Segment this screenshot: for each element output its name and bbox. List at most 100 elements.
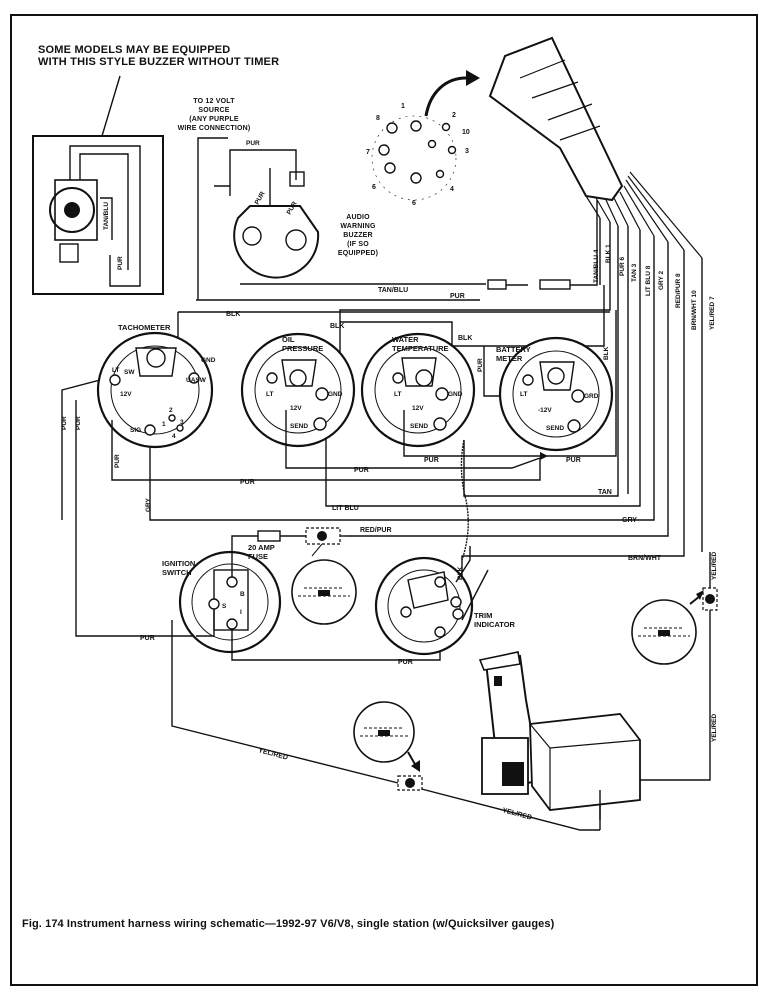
wire-label-tan-blu: TAN/BLU [378,287,408,294]
batt-grd: GRD [584,393,599,400]
tach-gnd: GND [201,357,216,364]
wire-label-lit-blu: LIT BLU [332,505,359,512]
wire-label-blk: BLK [603,346,610,360]
lead-label: GRY 2 [658,270,665,290]
water-temperature-gauge: LT 12V GND SEND [360,332,476,448]
fuse-detail [291,559,357,625]
oil-send: SEND [290,423,308,430]
callout-line [101,75,121,137]
pin-label: 6 [372,184,376,191]
oil-12v: 12V [290,405,302,412]
ignition-i: I [240,609,242,616]
buzzer-inset: TAN/BLU PUR [32,135,164,295]
wire-label-gry: GRY [145,497,152,512]
pin-label: 10 [462,129,470,136]
tach-pin: 3 [180,419,184,426]
wire-label-gry: GRY [622,517,637,524]
wire-label-pur: PUR [61,416,68,430]
batt-send: SEND [546,425,564,432]
wire-label-blk: BLK [226,311,240,318]
power-source-wire [197,137,228,300]
tach-lt: LT [112,367,119,374]
figure-caption: Fig. 174 Instrument harness wiring schem… [22,918,555,930]
wire-label-blk: BLK [457,566,464,580]
wire-label-pur: PUR [117,256,124,270]
yel-red-bottom: YEL/RED YEL/RED [171,620,600,831]
wire-label-pur: PUR [424,457,439,464]
wire-label-pur: PUR [240,479,255,486]
battery-meter-gauge: LT -12V GRD SEND [498,336,614,452]
temp-send: SEND [410,423,428,430]
tachometer-gauge: LT SW GND UASW 12V SIG 2 1 3 4 [96,331,216,449]
pin-label: 7 [366,149,370,156]
wire-label-yel-red: YEL/RED [711,714,718,742]
wire-label-red-pur: RED/PUR [360,527,392,534]
oil-lt: LT [266,391,273,398]
batt-12v: -12V [538,407,552,414]
wire-label-pur: PUR [246,140,260,147]
wire-label-tan: TAN [598,489,612,496]
temp-12v: 12V [412,405,424,412]
buzzer-variant-note: SOME MODELS MAY BE EQUIPPED WITH THIS ST… [38,44,280,68]
lead-label: RED/PUR 8 [675,273,682,308]
diagram-frame [10,14,758,986]
connector-pin-diagram: 1 2 3 4 6 6 7 8 10 [366,70,480,207]
oil-gnd: GND [328,391,343,398]
ignition-b: B [240,591,245,598]
pin-label: 8 [376,115,380,122]
buzzer-wire-label: TAN/BLU [103,202,110,230]
tach-uasw: UASW [186,377,207,384]
wire-label-pur: PUR [75,416,82,430]
pur-bus: PUR PUR PUR PUR PUR [111,310,617,486]
tach-pin: 2 [169,407,173,414]
wire-label-pur: PUR [566,457,581,464]
tach-pin: 4 [172,433,176,440]
pin-label: 4 [450,186,454,193]
lead-label: YEL/RED 7 [709,296,716,330]
wire-label-blk: BLK [458,335,472,342]
wire-label-yel-red: YEL/RED [257,747,288,762]
lead-label: TAN/BLU 4 [593,249,600,283]
audio-warning-buzzer: PUR PUR PUR [214,140,320,279]
lead-label: BLK 1 [605,244,612,263]
ignition-s: S [222,603,227,610]
wire-label-pur: PUR [140,635,155,642]
tach-12v: 12V [120,391,132,398]
harness-plug [488,36,703,259]
batt-lt: LT [520,391,527,398]
lead-label: PUR 6 [619,256,626,276]
pin-label: 2 [452,112,456,119]
wire-label-pur: PUR [450,293,465,300]
lead-label: LIT BLU 8 [645,265,652,296]
wire-label-yel-red: YEL/RED [711,552,718,580]
power-source-note: TO 12 VOLT SOURCE (ANY PURPLE WIRE CONNE… [177,98,251,132]
wire-label-brn-wht: BRN/WHT [628,555,662,562]
wire-label-blk: BLK [330,323,344,330]
wire-label-yel-red: YEL/RED [501,807,532,822]
tach-sig: SIG [130,427,141,434]
buzzer-note: AUDIO WARNING BUZZER (IF SO EQUIPPED) [337,214,379,257]
temp-lt: LT [394,391,401,398]
wire-label-pur: PUR [398,659,413,666]
wire-label-pur: PUR [114,454,121,468]
lead-label: BRN/WHT 10 [691,290,698,330]
pur-wire-left [61,379,101,520]
wire-label-pur: PUR [477,358,484,372]
lead-label: TAN 3 [631,263,638,282]
remote-control-box [478,651,641,830]
pin-label: 3 [465,148,469,155]
oil-pressure-gauge: LT 12V GND SEND [240,332,356,448]
wire-label-pur: PUR [254,190,267,206]
ignition-switch: B S I [178,535,441,661]
pin-label: 6 [412,200,416,207]
fuse: RED/PUR [257,527,392,557]
tachometer-label: TACHOMETER [118,323,171,332]
trim-indicator-gauge [374,546,489,656]
